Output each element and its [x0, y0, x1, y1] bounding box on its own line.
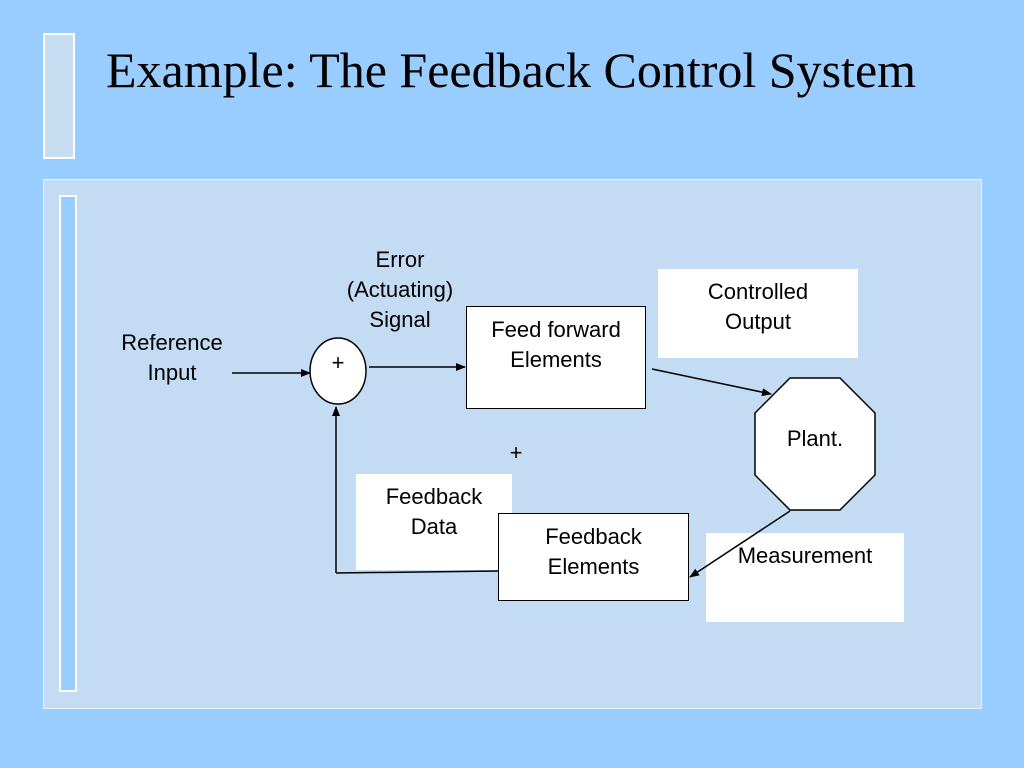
summing-junction	[309, 337, 367, 405]
feedback-data-box: Feedback Data	[356, 474, 512, 570]
feedback-return-line	[335, 570, 499, 574]
summing-plus-sign: +	[331, 350, 345, 375]
feed-forward-elements-box: Feed forward Elements	[466, 306, 646, 409]
feed-forward-to-plant-arrow	[651, 368, 772, 397]
error-signal-label: Error (Actuating) Signal	[346, 247, 454, 332]
content-accent-bar	[59, 195, 77, 692]
reference-input-label: Reference Input	[121, 330, 223, 385]
plant-octagon	[754, 377, 876, 511]
feedback-elements-box: Feedback Elements	[498, 513, 689, 601]
controlled-output-box: Controlled Output	[658, 269, 858, 358]
title-accent-bar	[43, 33, 75, 159]
feedback-plus-sign: +	[509, 440, 523, 465]
measurement-box: Measurement	[706, 533, 904, 622]
plant-label: Plant.	[786, 426, 844, 451]
slide-title: Example: The Feedback Control System	[106, 42, 917, 98]
plant-to-feedback-arrow	[689, 510, 791, 578]
